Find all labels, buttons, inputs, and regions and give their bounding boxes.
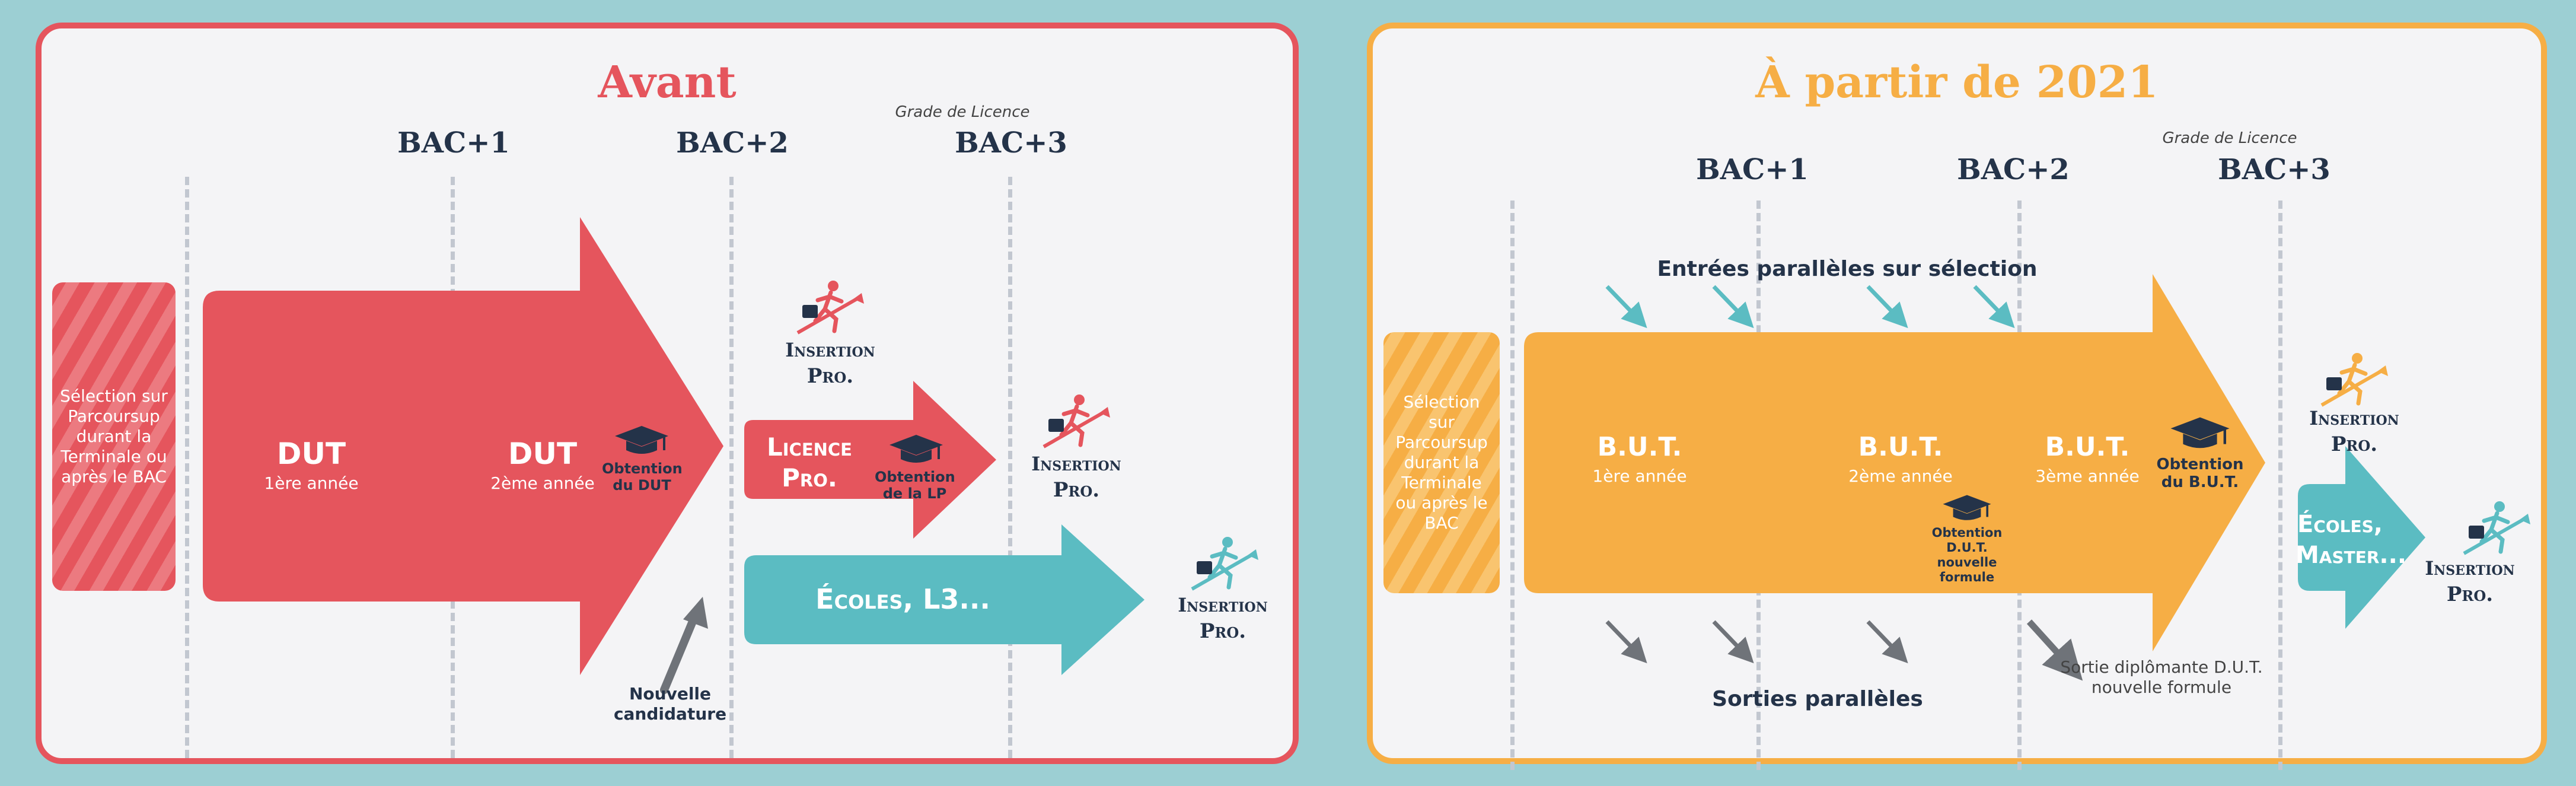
running-person-icon — [2463, 501, 2530, 555]
obtention-dut-nf-text: Obtention D.U.T. nouvelle formule — [1931, 526, 2003, 584]
bac1-label: BAC+1 — [397, 126, 510, 160]
timeline-divider — [2278, 201, 2282, 770]
dut1-sub: 1ère année — [264, 473, 359, 493]
insertion-pro-label: Insertion Pro. — [1152, 592, 1294, 644]
insertion-line2: Pro. — [806, 364, 854, 388]
nouvelle-candidature-arrow-icon — [660, 597, 708, 694]
selection-text: Sélection sur Parcoursup durant la Termi… — [60, 386, 168, 486]
dut2-title: DUT — [508, 437, 578, 471]
timeline-divider — [1008, 177, 1012, 758]
ecoles-master-arrow — [2298, 446, 2425, 629]
obtention-dut-text: Obtention du DUT — [602, 460, 683, 494]
insertion-line2: Pro. — [2330, 432, 2378, 456]
obtention-lp-text: Obtention de la LP — [875, 469, 955, 502]
insertion-pro-label: Insertion Pro. — [1005, 451, 1147, 503]
parallel-entry-arrow-icon — [1605, 285, 2083, 681]
bac2-label: BAC+2 — [676, 126, 789, 160]
graduation-cap-icon — [890, 435, 943, 463]
insertion-line1: Insertion — [785, 339, 875, 361]
but1-sub: 1ère année — [1592, 466, 1687, 486]
ecoles-master-line2: Master... — [2296, 542, 2407, 569]
running-person-icon — [796, 281, 864, 335]
sortie-diplomante-text: Sortie diplômante D.U.T. nouvelle formul… — [2060, 657, 2263, 697]
insertion-line1: Insertion — [2425, 557, 2515, 580]
insertion-pro-label: Insertion Pro. — [2283, 405, 2425, 457]
insertion-line1: Insertion — [2309, 407, 2399, 429]
graduation-cap-icon — [1943, 495, 1991, 520]
dut-arrow — [203, 217, 723, 675]
timeline-divider — [1510, 201, 1515, 770]
licence-pro-arrow — [744, 381, 996, 539]
ecoles-master-label: Écoles, Master... — [2296, 509, 2407, 571]
running-person-icon — [1042, 394, 1110, 448]
insertion-line1: Insertion — [1031, 453, 1121, 475]
panel-title: À partir de 2021 — [1755, 57, 2159, 108]
insertion-line2: Pro. — [2446, 583, 2494, 606]
entrees-paralleles-text: Entrées parallèles sur sélection — [1657, 257, 2038, 281]
panel-title: Avant — [598, 57, 737, 108]
graduation-cap-icon — [615, 426, 668, 454]
selection-text: Sélection sur Parcoursup durant la Termi… — [1395, 392, 1488, 533]
timeline-divider — [185, 177, 189, 758]
but3-sub: 3ème année — [2035, 466, 2140, 486]
insertion-pro-label: Insertion Pro. — [2411, 555, 2529, 607]
panel-after: À partir de 2021 Grade de Licence BAC+1 … — [1367, 23, 2547, 770]
bac3-label: BAC+3 — [955, 126, 1067, 160]
running-person-icon — [2320, 353, 2388, 407]
selection-box: Sélection sur Parcoursup durant la Termi… — [52, 282, 176, 591]
but2-title: B.U.T. — [1858, 432, 1943, 462]
bac1-label: BAC+1 — [1696, 153, 1809, 186]
graduation-cap-icon — [2170, 417, 2230, 448]
selection-box: Sélection sur Parcoursup durant la Termi… — [1383, 332, 1500, 593]
but3-title: B.U.T. — [2045, 432, 2130, 462]
ecoles-master-line1: Écoles, — [2297, 511, 2383, 538]
ecoles-l3-label: Écoles, L3... — [815, 583, 990, 615]
but-arrow — [1524, 274, 2265, 651]
licence-pro-line1: Licence — [766, 432, 852, 462]
insertion-pro-label: Insertion Pro. — [759, 337, 901, 389]
insertion-line2: Pro. — [1199, 619, 1246, 643]
dut2-sub: 2ème année — [490, 473, 595, 493]
timeline-divider — [729, 177, 734, 758]
sorties-paralleles-text: Sorties parallèles — [1712, 687, 1923, 711]
nouvelle-candidature-text: Nouvelle candidature — [613, 684, 727, 724]
grade-licence-label: Grade de Licence — [2162, 129, 2297, 147]
but2-sub: 2ème année — [1848, 466, 1953, 486]
licence-pro-title: Licence Pro. — [744, 432, 875, 494]
dut1-title: DUT — [276, 437, 346, 471]
insertion-line1: Insertion — [1178, 594, 1268, 616]
but1-title: B.U.T. — [1597, 432, 1682, 462]
panel-before: Avant Grade de Licence BAC+1 BAC+2 BAC+3… — [36, 23, 1299, 764]
running-person-icon — [1191, 537, 1258, 591]
ecoles-l3-arrow — [744, 524, 1144, 675]
licence-pro-line2: Pro. — [782, 463, 837, 492]
bac2-label: BAC+2 — [1957, 153, 2070, 186]
grade-licence-label: Grade de Licence — [895, 103, 1030, 121]
insertion-line2: Pro. — [1053, 478, 1100, 502]
obtention-but-text: Obtention du B.U.T. — [2156, 456, 2244, 491]
bac3-label: BAC+3 — [2218, 153, 2330, 186]
